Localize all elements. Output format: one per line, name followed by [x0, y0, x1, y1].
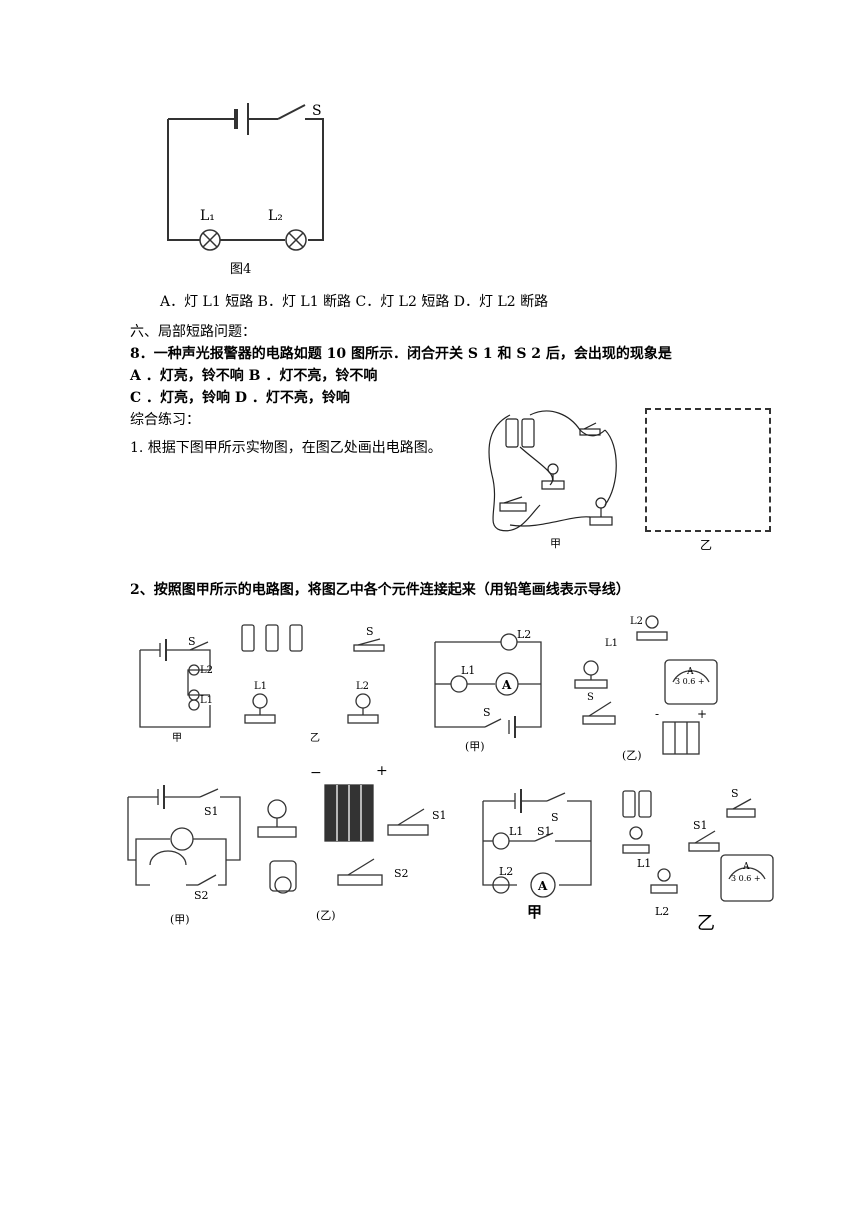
- practice-1-text: 1. 根据下图甲所示实物图，在图乙处画出电路图。: [130, 440, 442, 456]
- fig4-caption: 图4: [230, 262, 251, 277]
- fig-c-caption-yi: (乙): [316, 909, 336, 922]
- fig-d-l2-label: L2: [499, 865, 513, 878]
- fig-b-real-l1-label: L1: [605, 638, 618, 649]
- practice-title: 综合练习：: [130, 412, 200, 428]
- practice-1-real-circuit: 甲: [488, 410, 617, 550]
- practice-1-caption-jia: 甲: [550, 537, 561, 550]
- fig-b-l2-label: L2: [517, 628, 531, 641]
- practice-2-text: 2、按照图甲所示的电路图，将图乙中各个元件连接起来（用铅笔画线表示导线）: [130, 582, 630, 598]
- fig-a-real-l1-label: L1: [254, 681, 267, 692]
- fig-c-real-s2-label: S2: [394, 867, 409, 880]
- fig-d-caption-jia: 甲: [527, 903, 542, 921]
- lamp-l2-icon: [285, 229, 307, 251]
- answer-options: A．灯 L1 短路 B．灯 L1 断路 C．灯 L2 短路 D．灯 L2 断路: [160, 294, 549, 310]
- fig-a-l2-label: L2: [200, 665, 213, 676]
- fig4-lamp1-label: L₁: [200, 208, 215, 224]
- fig-c-minus: −: [310, 765, 322, 781]
- fig-b-plus: +: [697, 707, 707, 721]
- section-6-title: 六、局部短路问题：: [130, 324, 256, 340]
- practice-2-figure-a: S L2 L1 S L1 L2 甲 乙: [139, 624, 385, 744]
- fig-b-meter-a: A: [686, 667, 694, 677]
- fig-b-meter-scale: 3 0.6 +: [675, 677, 705, 686]
- fig-d-s1-label: S1: [537, 825, 552, 838]
- fig-a-real-s-label: S: [366, 625, 374, 638]
- practice-2-figure-b: L2 L1 A S (甲) L2 L1 S A 3 0.6 + - + (乙): [434, 615, 718, 762]
- fig-b-minus: -: [655, 707, 659, 721]
- practice-1-caption-yi: 乙: [700, 538, 713, 552]
- fig-a-real-l2-label: L2: [356, 681, 369, 692]
- fig-d-meter-scale: 3 0.6 +: [731, 874, 761, 883]
- fig-b-l1-label: L1: [461, 664, 475, 677]
- question-8-options-cd: C ．灯亮，铃响 D ．灯不亮，铃响: [130, 390, 350, 406]
- fig-a-s-label: S: [188, 635, 196, 648]
- fig-c-s1-label: S1: [204, 805, 219, 818]
- question-8-options-ab: A ．灯亮，铃不响 B ．灯不亮，铃不响: [130, 368, 378, 384]
- fig-d-real-l1-label: L1: [637, 857, 651, 870]
- fig-d-s-label: S: [551, 811, 559, 824]
- fig-c-plus: +: [376, 763, 388, 779]
- lamp-l1-icon: [199, 229, 221, 251]
- fig-a-caption-yi: 乙: [310, 732, 320, 744]
- fig-a-caption-jia: 甲: [172, 733, 182, 744]
- fig-c-real-s1-label: S1: [432, 809, 447, 822]
- fig-c-s2-label: S2: [194, 889, 209, 902]
- fig-c-caption-jia: (甲): [170, 913, 190, 926]
- fig4-lamp2-label: L₂: [268, 208, 283, 224]
- fig-d-caption-yi: 乙: [697, 913, 715, 934]
- fig-b-real-s-label: S: [587, 692, 594, 703]
- fig-b-s-label: S: [483, 706, 491, 719]
- fig-d-real-s-label: S: [731, 787, 739, 800]
- fig-b-caption-jia: (甲): [465, 740, 485, 753]
- practice-2-figure-c: S1 S2 (甲) − + S1 S2 (乙): [127, 763, 447, 926]
- question-8-stem: 8．一种声光报警器的电路如题 10 图所示．闭合开关 S 1 和 S 2 后，会…: [130, 346, 672, 362]
- fig-d-real-s1-label: S1: [693, 819, 708, 832]
- fig-d-ammeter-label: A: [537, 879, 548, 893]
- practice-1-answer-box: [645, 408, 771, 532]
- fig-d-l1-label: L1: [509, 825, 523, 838]
- practice-2-figure-d: S L1 S1 L2 A 甲 S S1 L1 L2 A 3 0.6 + 乙: [482, 787, 774, 934]
- fig-b-ammeter-label: A: [501, 678, 512, 692]
- fig4-switch-label: S: [312, 103, 322, 119]
- fig-a-l1-label: L1: [200, 695, 213, 706]
- fig-d-meter-a: A: [742, 862, 750, 872]
- fig-b-caption-yi: (乙): [622, 749, 642, 762]
- fig-d-real-l2-label: L2: [655, 905, 669, 918]
- figure-4-circuit: S L₁ L₂ 图4: [167, 103, 324, 277]
- fig-b-real-l2-label: L2: [630, 616, 643, 627]
